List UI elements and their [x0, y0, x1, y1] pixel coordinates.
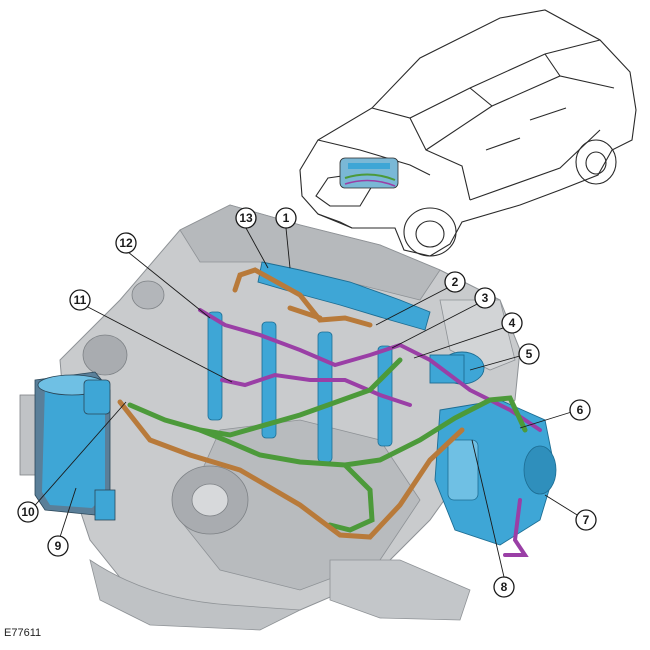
callout-6: 6 — [569, 399, 591, 421]
callout-10: 10 — [17, 501, 39, 523]
svg-text:7: 7 — [583, 513, 590, 527]
callout-11: 11 — [69, 289, 91, 311]
callout-4: 4 — [501, 312, 523, 334]
callout-5: 5 — [518, 343, 540, 365]
svg-text:13: 13 — [239, 211, 253, 225]
svg-text:10: 10 — [21, 505, 35, 519]
svg-text:8: 8 — [501, 580, 508, 594]
return-lines — [198, 308, 542, 557]
svg-text:1: 1 — [283, 211, 290, 225]
svg-text:3: 3 — [482, 291, 489, 305]
callout-8: 8 — [493, 576, 515, 598]
svg-text:11: 11 — [74, 293, 87, 307]
svg-text:4: 4 — [509, 316, 516, 330]
callout-2: 2 — [444, 271, 466, 293]
callout-13: 13 — [235, 207, 257, 229]
svg-text:6: 6 — [577, 403, 584, 417]
fuel-rail — [257, 261, 485, 385]
callout-12: 12 — [115, 232, 137, 254]
figure-id: E77611 — [4, 627, 42, 639]
callout-1: 1 — [275, 207, 297, 229]
callout-3: 3 — [474, 287, 496, 309]
callout-7: 7 — [575, 509, 597, 531]
callout-9: 9 — [47, 535, 69, 557]
bronze-pipes — [117, 267, 465, 540]
fuel-filter-housing — [19, 371, 116, 521]
feed-lines — [127, 357, 528, 533]
vehicle-illustration — [299, 9, 637, 257]
svg-text:9: 9 — [55, 539, 62, 553]
vehicle-engine-thumbnail — [339, 157, 399, 189]
svg-text:12: 12 — [119, 236, 133, 250]
leader-lines — [29, 227, 583, 578]
svg-text:5: 5 — [526, 347, 533, 361]
svg-text:2: 2 — [452, 275, 459, 289]
